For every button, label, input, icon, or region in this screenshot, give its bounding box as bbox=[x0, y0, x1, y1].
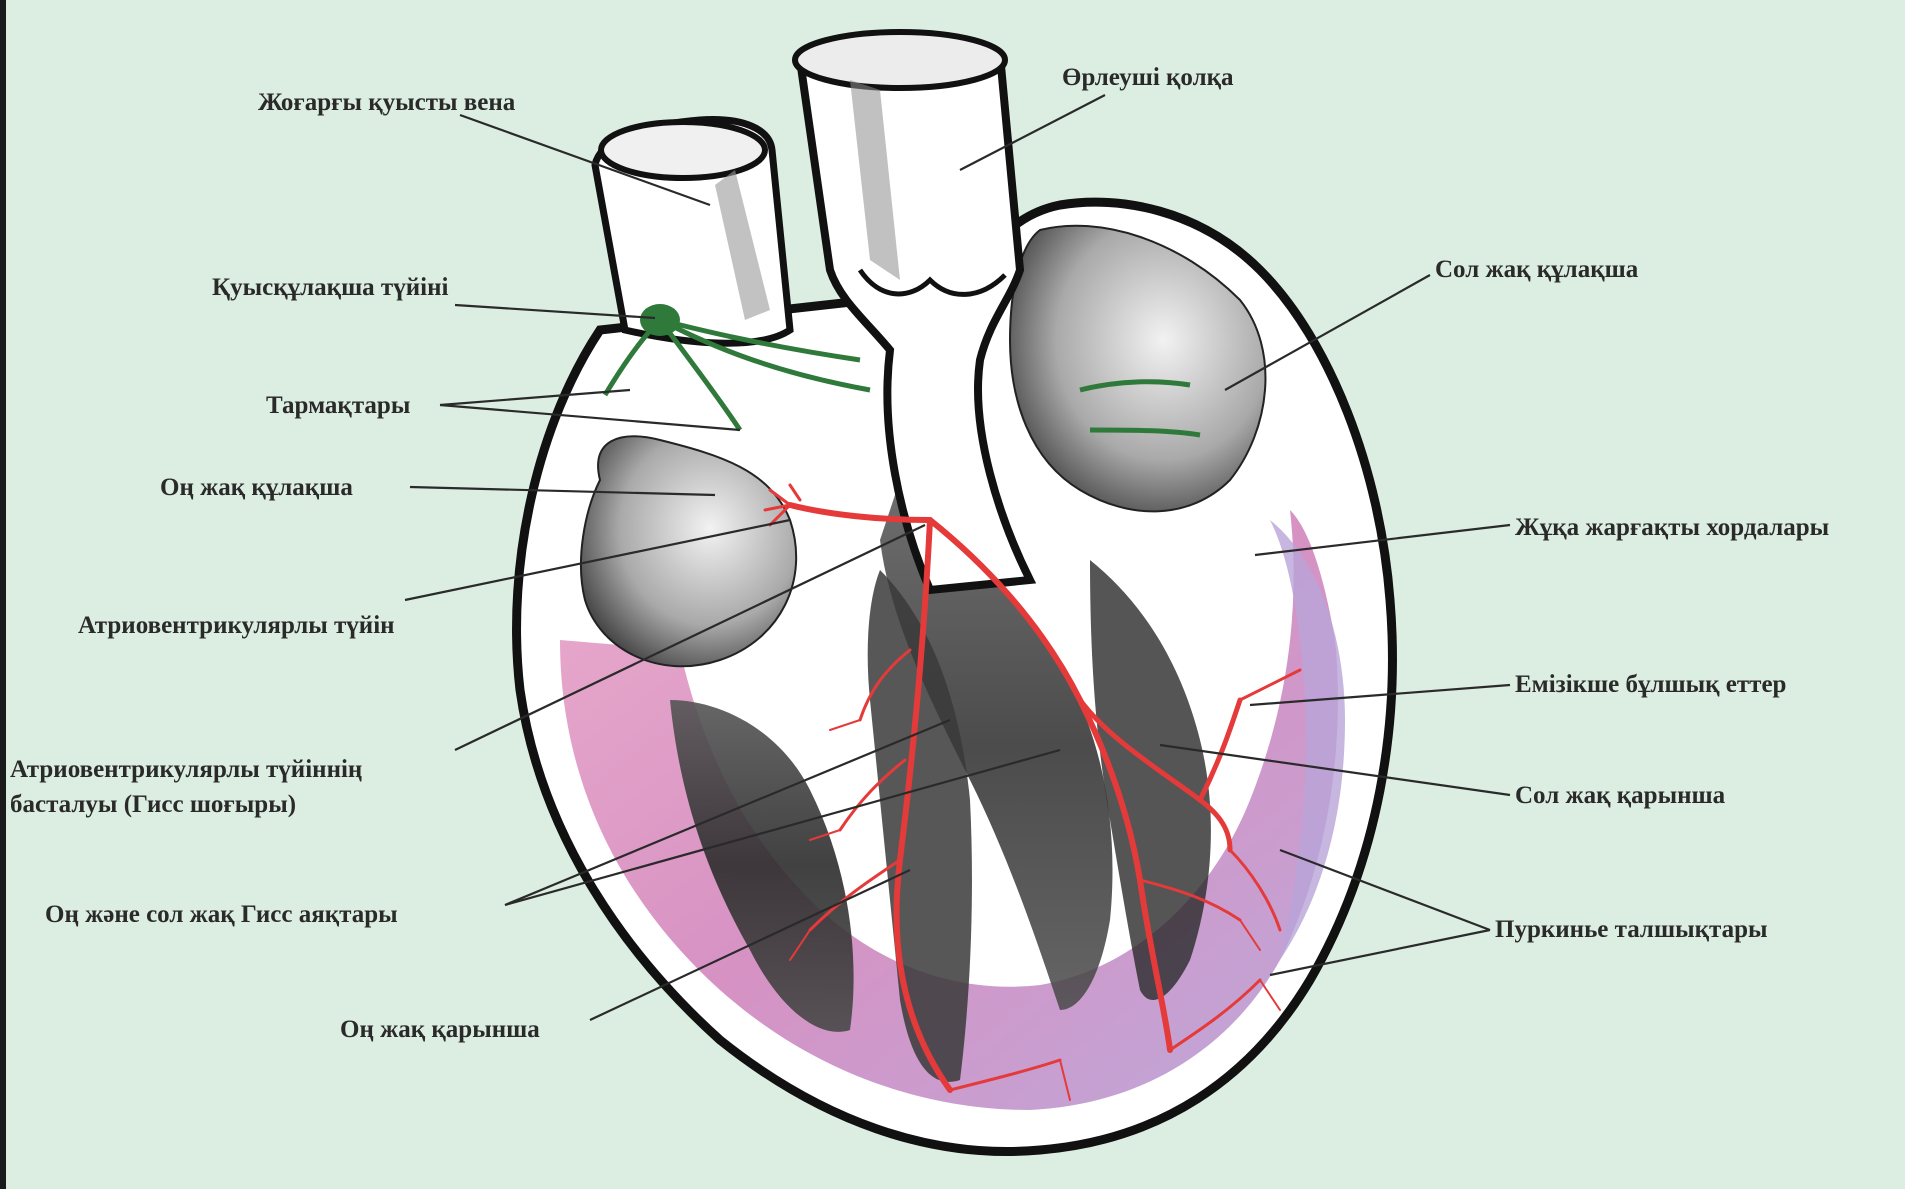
sa-node bbox=[640, 304, 680, 336]
label-ascending-aorta: Өрлеуші қолқа bbox=[1062, 64, 1234, 91]
label-left-ventricle: Сол жақ қарынша bbox=[1515, 782, 1726, 809]
label-purkinje-fibers: Пуркинье талшықтары bbox=[1495, 916, 1768, 943]
label-papillary-muscles: Емізікше бұлшық еттер bbox=[1515, 671, 1786, 698]
label-av-node: Атриовентрикулярлы түйін bbox=[78, 612, 395, 639]
label-his-bundle-line2: басталуы (Гисс шоғыры) bbox=[10, 791, 296, 818]
label-bundle-branches: Оң және сол жақ Гисс аяқтары bbox=[45, 901, 398, 928]
label-left-atrium: Сол жақ құлақша bbox=[1435, 256, 1639, 283]
label-sinoatrial-node: Қуысқұлақша түйіні bbox=[212, 274, 448, 301]
label-his-bundle-line1: Атриовентрикулярлы түйіннің bbox=[10, 756, 362, 783]
label-branches: Тармақтары bbox=[266, 392, 410, 419]
label-right-atrium: Оң жақ құлақша bbox=[160, 474, 353, 501]
label-chordae-tendineae: Жұқа жарғақты хордалары bbox=[1515, 514, 1829, 541]
label-superior-vena-cava: Жоғарғы қуысты вена bbox=[258, 89, 516, 116]
aorta-opening bbox=[795, 32, 1005, 88]
vena-cava-opening bbox=[601, 122, 765, 178]
label-right-ventricle: Оң жақ қарынша bbox=[340, 1016, 540, 1043]
